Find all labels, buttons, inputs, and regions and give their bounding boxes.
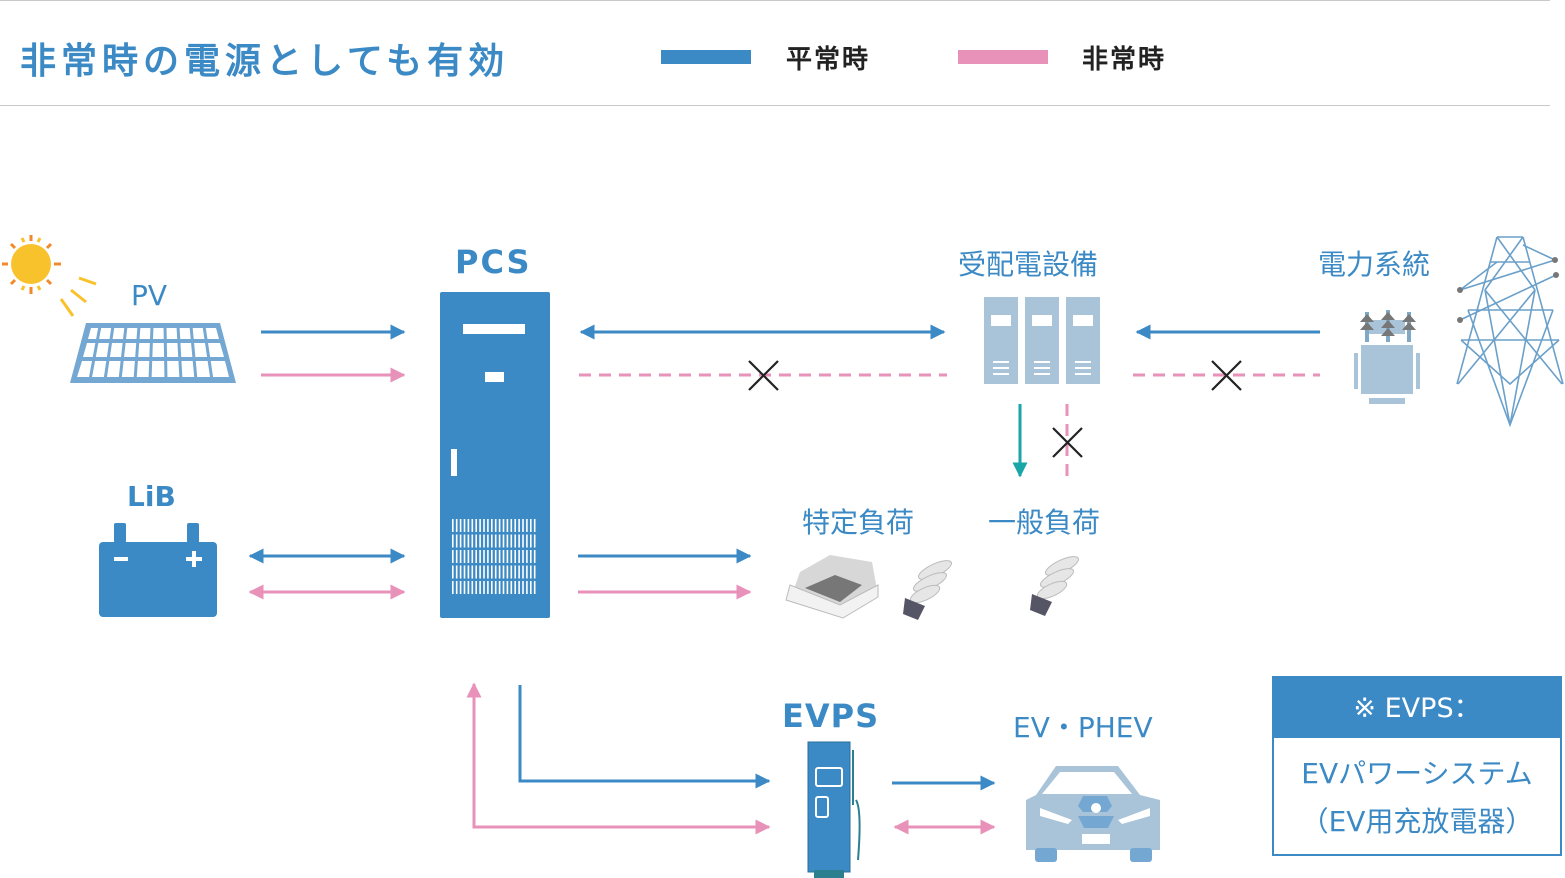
air-conditioner-icon bbox=[785, 555, 879, 619]
blocked-x-icon bbox=[748, 360, 779, 391]
substation-label: 受配電設備 bbox=[958, 248, 1099, 281]
evps-note-box: ※ EVPS： EVパワーシステム （EV用充放電器） bbox=[1272, 676, 1562, 856]
switchgear-cabinets-icon bbox=[984, 297, 1100, 384]
light-bulb-icon bbox=[903, 560, 953, 620]
flow-arrows bbox=[248, 324, 1320, 835]
light-bulb-icon bbox=[1030, 556, 1080, 616]
legend-label-emergency: 非常時 bbox=[1082, 45, 1167, 75]
evps-note-body: EVパワーシステム （EV用充放電器） bbox=[1274, 738, 1560, 846]
specific-load-label: 特定負荷 bbox=[802, 506, 915, 539]
legend-swatch-emergency bbox=[958, 50, 1048, 64]
transformer-icon bbox=[1354, 310, 1420, 404]
power-conditioner-cabinet-icon bbox=[440, 292, 550, 618]
legend-swatch-normal bbox=[661, 50, 751, 64]
blocked-x-icon bbox=[1211, 360, 1242, 391]
evps-note-line1: EVパワーシステム bbox=[1301, 757, 1533, 790]
evps-note-heading: ※ EVPS： bbox=[1274, 678, 1560, 738]
header-bottom-rule bbox=[0, 105, 1550, 106]
legend-label-normal: 平常時 bbox=[786, 45, 871, 75]
solar-panel-icon bbox=[70, 323, 236, 383]
battery-icon bbox=[99, 523, 217, 617]
ev-charger-icon bbox=[807, 741, 861, 878]
evps-note-line2: （EV用充放電器） bbox=[1300, 805, 1534, 838]
evps-label: EVPS bbox=[782, 697, 880, 735]
ev-phev-label: EV・PHEV bbox=[1013, 711, 1153, 744]
pcs-label: PCS bbox=[455, 243, 532, 281]
transmission-tower-icon bbox=[1456, 236, 1564, 428]
tower-insulators bbox=[1457, 257, 1559, 323]
general-load-label: 一般負荷 bbox=[988, 506, 1101, 539]
pcs-evps-normal-arrow bbox=[518, 685, 771, 789]
pv-label: PV bbox=[131, 279, 168, 312]
sun-icon bbox=[2, 235, 97, 317]
grid-label: 電力系統 bbox=[1318, 248, 1431, 281]
car-icon bbox=[1026, 766, 1160, 862]
page-title: 非常時の電源としても有効 bbox=[20, 41, 510, 82]
blocked-x-icon bbox=[1052, 427, 1083, 458]
lib-label: LiB bbox=[127, 480, 176, 513]
header-top-rule bbox=[0, 0, 1550, 1]
evps-pcs-emergency-arrow bbox=[466, 682, 771, 835]
